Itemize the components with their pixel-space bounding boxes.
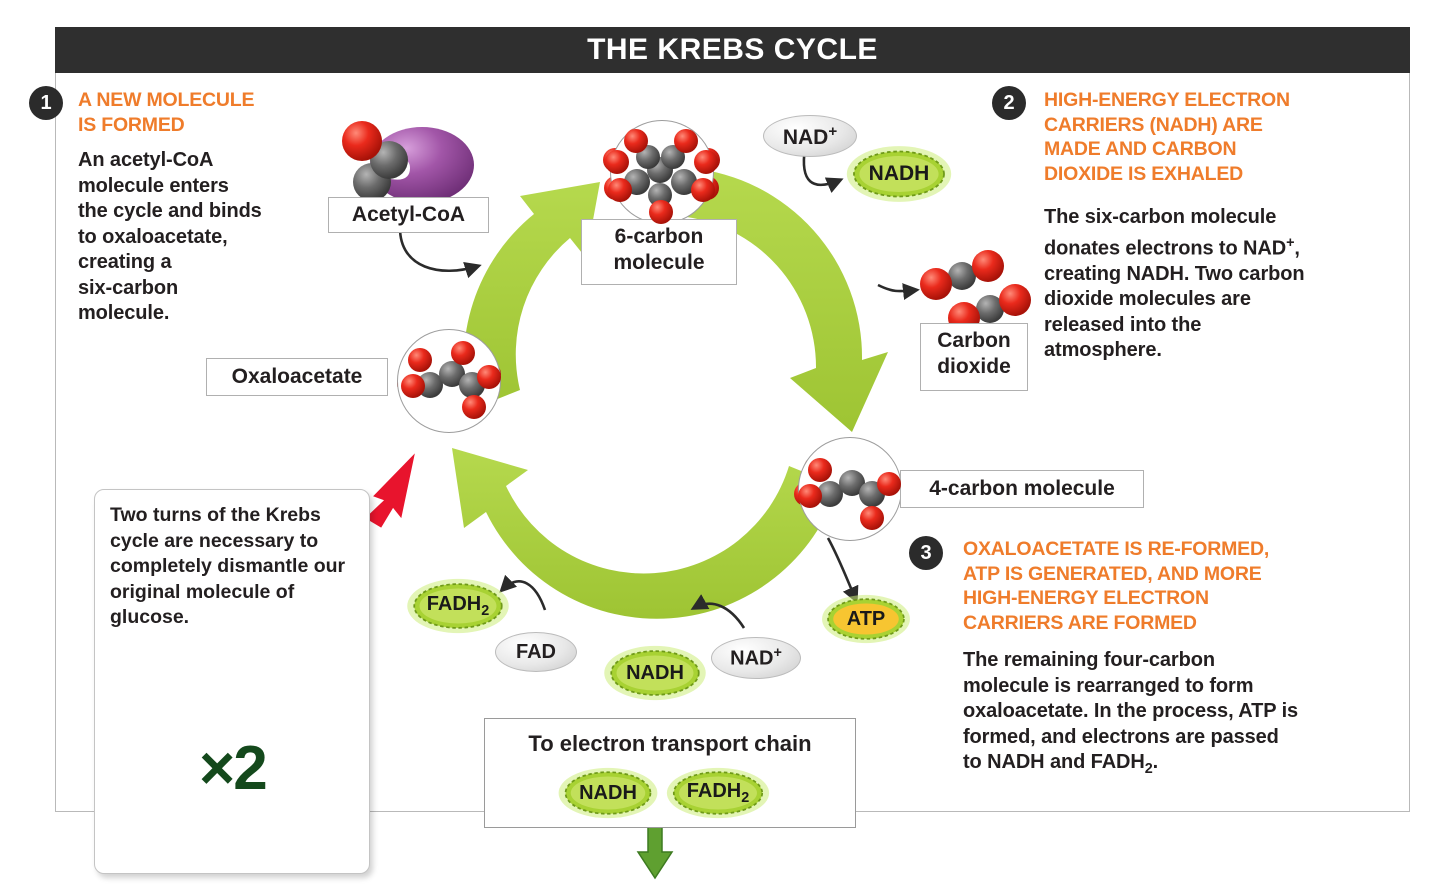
oxaloacetate-label: Oxaloacetate (206, 358, 388, 396)
nad-plus-top-badge: NAD+ (763, 115, 857, 157)
etc-box-title: To electron transport chain (528, 731, 812, 756)
etc-nadh-badge: NADH (556, 767, 660, 819)
acetyl-coa-label: Acetyl-CoA (328, 197, 489, 233)
page-title: THE KREBS CYCLE (587, 33, 878, 66)
step-2-heading: HIGH-ENERGY ELECTRON CARRIERS (NADH) ARE… (1044, 89, 1290, 185)
nadh-top-starburst-icon (846, 146, 952, 202)
fadh2-text: FADH2 (426, 593, 490, 619)
x2-multiplier-label: ×2 (199, 734, 268, 803)
nadh-bottom-text: NADH (626, 661, 684, 684)
etc-fadh2-badge: FADH2 (664, 767, 772, 819)
fadh2-badge: FADH2 (404, 578, 512, 634)
nad-plus-bottom-text: NAD+ (730, 645, 782, 670)
fad-text: FAD (516, 640, 556, 663)
two-turns-card (94, 489, 370, 874)
electron-transport-chain-box: To electron transport chain (484, 718, 856, 828)
fad-badge: FAD (495, 632, 577, 672)
step-2-badge: 2 (992, 86, 1026, 120)
atp-badge: ATP (820, 594, 912, 644)
title-bar: THE KREBS CYCLE (55, 27, 1410, 73)
fadh2-starburst-icon (407, 578, 509, 634)
step-3-heading: OXALOACETATE IS RE-FORMED, ATP IS GENERA… (963, 538, 1270, 634)
step-2-body: The six-carbon molecule donates electron… (1044, 206, 1305, 362)
four-carbon-circle (798, 437, 902, 541)
nadh-top-text: NADH (868, 162, 930, 185)
nadh-top-badge: NADH (845, 145, 953, 203)
oxaloacetate-circle (397, 329, 501, 433)
six-carbon-circle (610, 120, 714, 224)
nad-plus-bottom-badge: NAD+ (711, 637, 801, 679)
nadh-bottom-badge: NADH (601, 645, 709, 701)
step-1-body: An acetyl-CoA molecule enters the cycle … (78, 149, 262, 324)
step-3-body: The remaining four-carbon molecule is re… (963, 649, 1299, 777)
atp-starburst-icon (822, 594, 910, 644)
etc-nadh-text: NADH (579, 781, 637, 804)
etc-fadh2-starburst-icon (666, 767, 770, 819)
etc-fadh2-text: FADH2 (686, 780, 750, 806)
step-1-badge: 1 (29, 86, 63, 120)
carbon-dioxide-label: Carbon dioxide (920, 323, 1028, 391)
nad-plus-top-text: NAD+ (782, 122, 838, 149)
atp-text: ATP (846, 607, 886, 630)
step-1-heading: A NEW MOLECULE IS FORMED (78, 89, 255, 136)
nadh-bottom-starburst-icon (604, 645, 706, 701)
four-carbon-label: 4-carbon molecule (900, 470, 1144, 508)
etc-nadh-starburst-icon (558, 767, 658, 819)
six-carbon-label: 6-carbon molecule (581, 219, 737, 285)
step-3-badge: 3 (909, 536, 943, 570)
two-turns-card-text: Two turns of the Krebs cycle are necessa… (110, 504, 346, 628)
